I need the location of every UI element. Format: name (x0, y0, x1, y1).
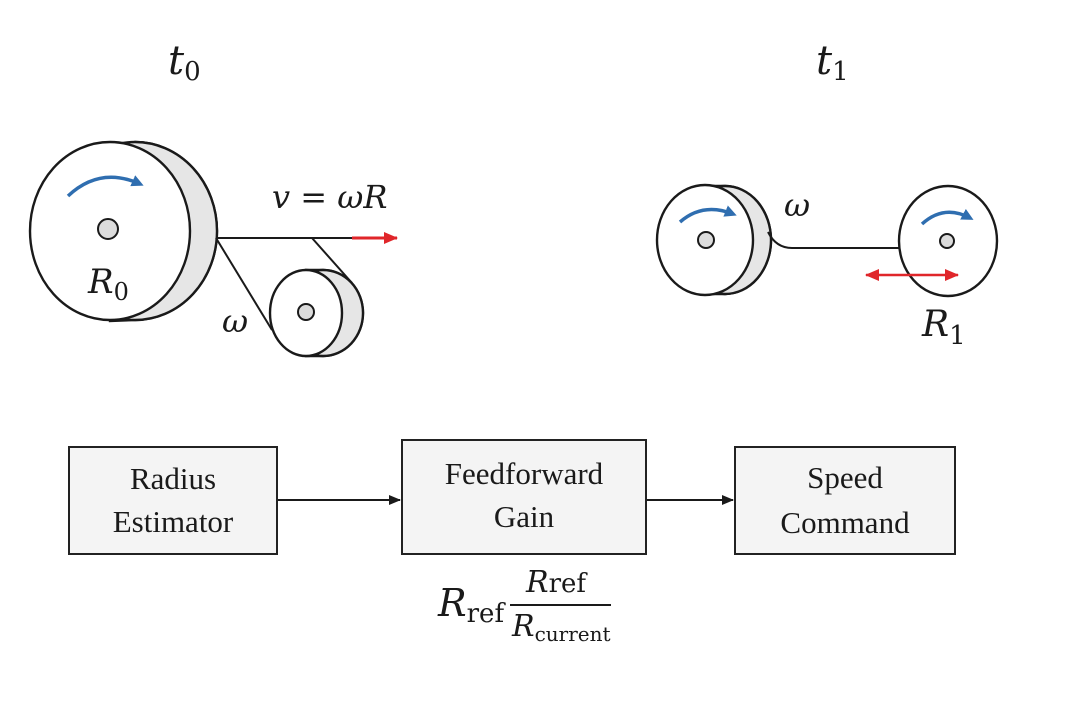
block-label: Command (780, 505, 910, 540)
rotation-arrow-icon (678, 205, 737, 224)
block-radius-estimator: Radius Estimator (68, 446, 278, 555)
block-label: Estimator (113, 504, 234, 539)
block-label: Speed (807, 460, 883, 495)
reel-right-t1 (897, 184, 999, 298)
block-label: Gain (494, 499, 555, 534)
reel-hub-icon (939, 233, 955, 249)
gain-formula: Rref Rref Rcurrent (437, 565, 611, 646)
block-speed-command: Speed Command (734, 446, 956, 555)
omega-label-t0: ω (222, 302, 248, 340)
formula-numerator: Rref (525, 565, 588, 600)
block-label: Radius (130, 461, 216, 496)
large-reel-t0 (28, 140, 219, 323)
omega-label-t1: ω (784, 186, 810, 224)
small-reel-t0 (268, 268, 365, 358)
rotation-arrow-icon (66, 175, 144, 198)
reel-left-t1 (655, 183, 773, 297)
belt-line-left (215, 237, 273, 331)
formula-lead: Rref (437, 581, 506, 629)
belt-line-right (311, 237, 353, 284)
label-t1: t1 (816, 38, 849, 87)
reel-hub-icon (97, 218, 119, 240)
reel-hub-icon (297, 303, 315, 321)
rotation-arrow-icon (920, 208, 974, 226)
reel-hub-icon (697, 231, 715, 249)
velocity-label: v = ωR (272, 178, 387, 216)
label-r1: R1 (921, 304, 966, 351)
label-t0: t0 (168, 38, 201, 87)
block-feedforward-gain: Feedforward Gain (401, 439, 647, 555)
block-label: Feedforward (445, 456, 604, 491)
formula-denominator: Rcurrent (511, 609, 611, 646)
tape-line-t1 (767, 231, 900, 249)
label-r0: R0 (87, 262, 129, 306)
